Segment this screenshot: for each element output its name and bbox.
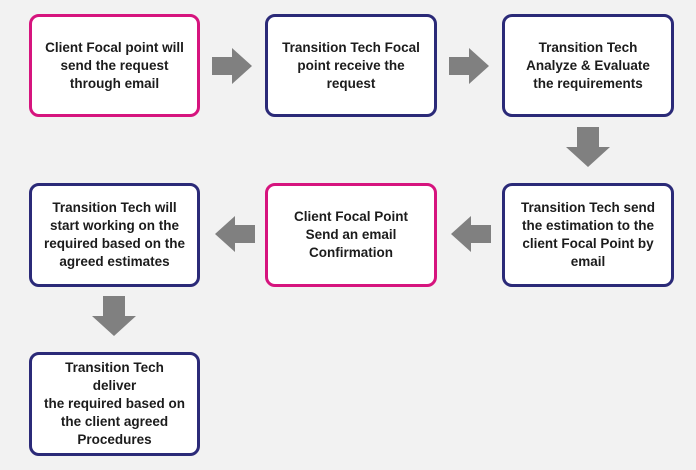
step-7-text: Transition Tech deliver the required bas… xyxy=(43,360,186,447)
step-1-client-send-request: Client Focal point will send the request… xyxy=(29,14,200,117)
step-6-tech-start-working: Transition Tech will start working on th… xyxy=(29,183,200,287)
step-4-text: Transition Tech send the estimation to t… xyxy=(520,200,656,269)
arrow-down-icon xyxy=(92,296,136,336)
step-7-tech-deliver: Transition Tech deliver the required bas… xyxy=(29,352,200,456)
step-2-tech-receive-request: Transition Tech Focal point receive the … xyxy=(265,14,437,117)
step-3-tech-analyze: Transition Tech Analyze & Evaluate the r… xyxy=(502,14,674,117)
step-1-text: Client Focal point will send the request… xyxy=(45,39,184,91)
arrow-down-icon xyxy=(566,127,610,167)
step-5-client-confirmation: Client Focal Point Send an email Confirm… xyxy=(265,183,437,287)
step-4-tech-send-estimation: Transition Tech send the estimation to t… xyxy=(502,183,674,287)
step-2-text: Transition Tech Focal point receive the … xyxy=(282,39,420,91)
step-6-text: Transition Tech will start working on th… xyxy=(43,200,186,269)
arrow-left-icon xyxy=(451,216,491,252)
arrow-left-icon xyxy=(215,216,255,252)
arrow-right-icon xyxy=(449,48,489,84)
arrow-right-icon xyxy=(212,48,252,84)
step-5-text: Client Focal Point Send an email Confirm… xyxy=(293,209,408,260)
step-3-text: Transition Tech Analyze & Evaluate the r… xyxy=(526,39,650,91)
